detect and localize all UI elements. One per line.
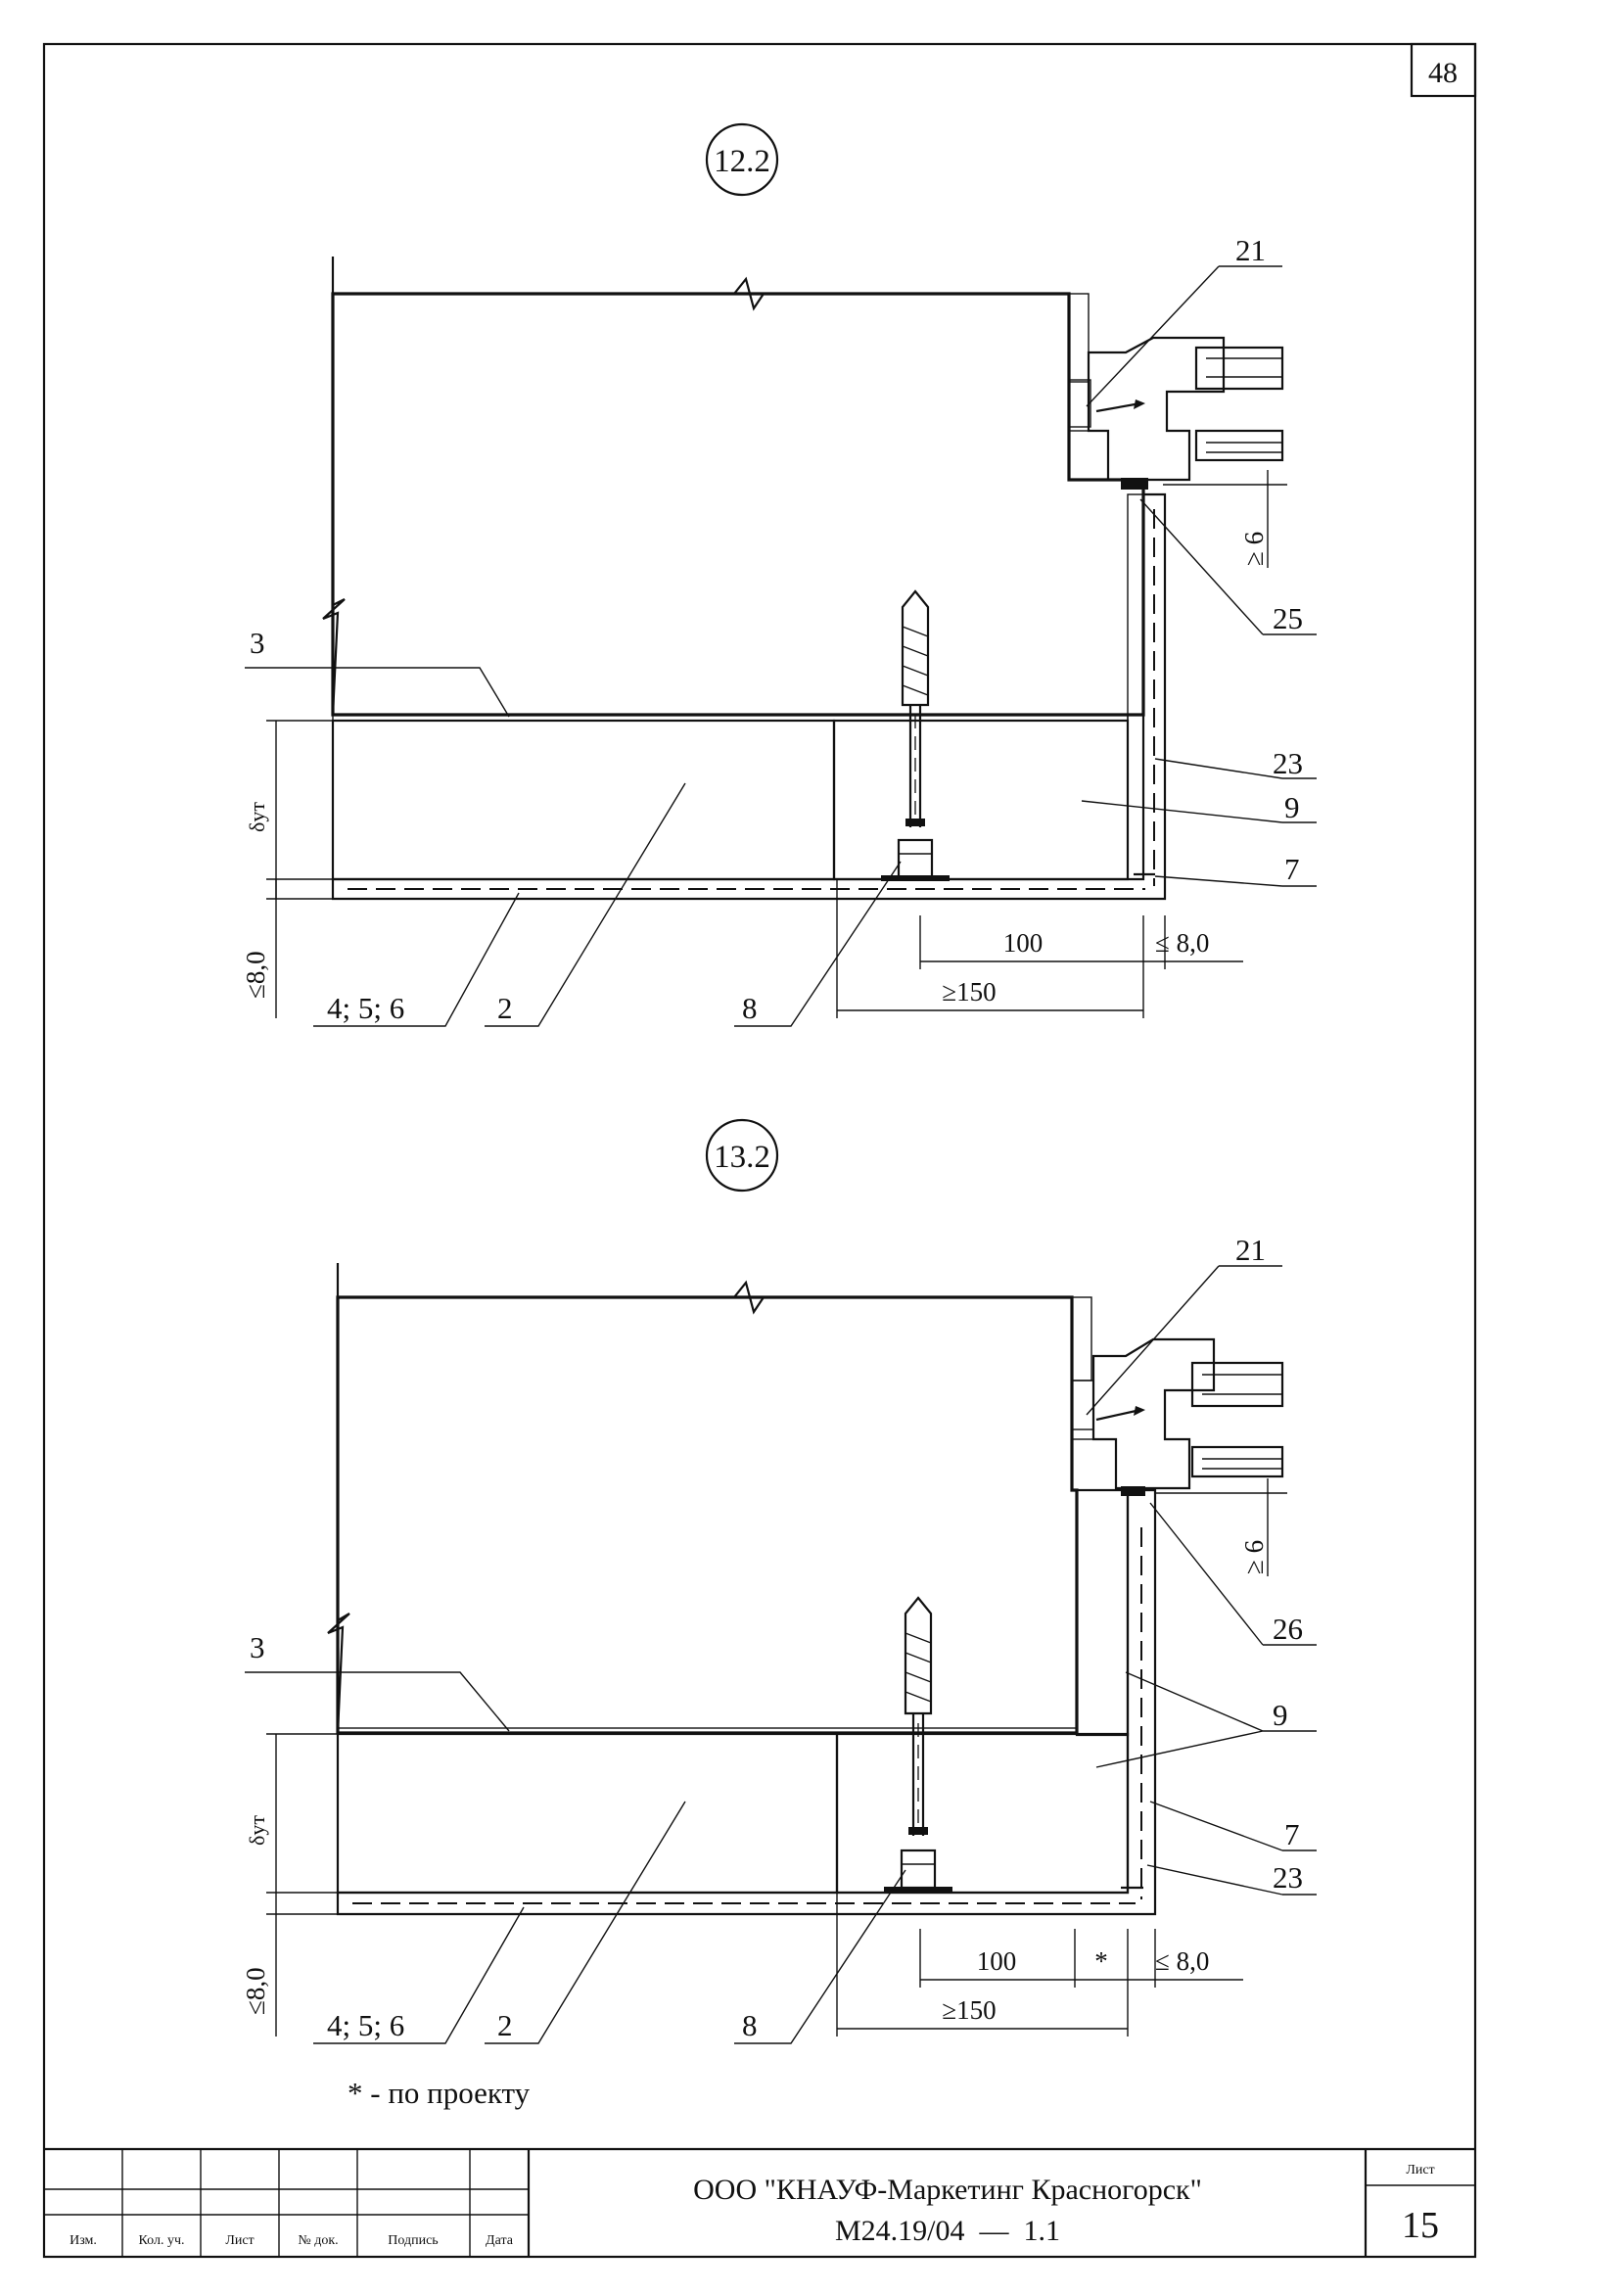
insulation-main [336, 1732, 839, 1895]
title-col-doc: № док. [298, 2233, 338, 2248]
sheet-number-top: 48 [1428, 57, 1458, 89]
dim-6: ≥ 6 [1239, 532, 1269, 566]
dim-8-right: ≤ 8,0 [1155, 928, 1209, 958]
dim-6: ≥ 6 [1239, 1540, 1269, 1574]
dim-delta: δут [245, 802, 269, 832]
anchor-dowel [884, 1596, 952, 1893]
sheet-number-box [1410, 42, 1477, 98]
leader-3 [245, 667, 510, 718]
leader-21 [1086, 265, 1282, 407]
label-9: 9 [1273, 1698, 1288, 1732]
detail-marker-13-2-label: 13.2 [714, 1140, 770, 1175]
leader-8 [734, 861, 902, 1027]
insulation-reveal [1075, 1488, 1130, 1737]
leader-8 [734, 1869, 906, 2044]
leader-3 [245, 1671, 510, 1732]
label-456: 4; 5; 6 [327, 991, 404, 1025]
detail-marker-12-2-label: 12.2 [714, 144, 770, 179]
label-23: 23 [1273, 1860, 1303, 1895]
dimension-lines [266, 1478, 1287, 2037]
dim-100: 100 [1003, 928, 1044, 958]
label-21: 21 [1235, 1233, 1266, 1267]
company-name: ООО "КНАУФ-Маркетинг Красногорск" [693, 2174, 1202, 2206]
label-3: 3 [250, 626, 265, 660]
break-line-top [333, 276, 765, 311]
label-456: 4; 5; 6 [327, 2008, 404, 2042]
label-3: 3 [250, 1630, 265, 1664]
leader-26 [1149, 1502, 1317, 1646]
plaster-layer [331, 492, 1167, 901]
detail-marker-13-2 [705, 1118, 779, 1193]
sheet-label: Лист [1406, 2163, 1434, 2177]
dim-8-left: ≤8,0 [241, 1967, 270, 2015]
break-line-left [327, 1613, 350, 1734]
leader-9 [1095, 1671, 1317, 1768]
title-col-sign: Подпись [388, 2233, 438, 2248]
leader-23 [1146, 1864, 1317, 1896]
leader-456 [313, 892, 520, 1027]
insulation-side [835, 1732, 1130, 1895]
detail-marker-12-2 [705, 122, 779, 197]
leader-9 [1081, 800, 1317, 823]
title-block: Изм. Кол. уч. Лист № док. Подпись Дата О… [44, 2147, 1475, 2257]
leader-7 [1154, 875, 1317, 887]
footnote: * - по проекту [348, 2076, 531, 2110]
leader-2 [485, 1801, 686, 2044]
sheet-frame [42, 42, 1477, 2259]
label-23: 23 [1273, 746, 1303, 780]
window-frame [1071, 1296, 1284, 1496]
label-7: 7 [1284, 852, 1300, 886]
leader-456 [313, 1906, 525, 2044]
sheet-value: 15 [1402, 2205, 1439, 2246]
label-2: 2 [497, 991, 513, 1025]
wall-concrete [331, 292, 1145, 717]
label-8: 8 [742, 2008, 758, 2042]
leader-25 [1139, 498, 1317, 635]
leader-21 [1086, 1265, 1282, 1416]
dimension-lines [266, 470, 1287, 1018]
dim-8-right: ≤ 8,0 [1155, 1946, 1209, 1976]
insulation-main [331, 719, 836, 881]
leader-2 [485, 782, 686, 1027]
leader-23 [1154, 758, 1317, 779]
document-code: М24.19/04 — 1.1 [835, 2215, 1060, 2247]
anchor-dowel [881, 589, 950, 881]
detail-12-2: 12.2 [241, 122, 1317, 1027]
title-col-izm: Изм. [70, 2233, 97, 2248]
detail-13-2: 13.2 [241, 1118, 1317, 2044]
dim-150: ≥150 [942, 1995, 996, 2025]
leader-7 [1149, 1801, 1317, 1851]
label-9: 9 [1284, 790, 1300, 824]
label-7: 7 [1284, 1817, 1300, 1851]
label-2: 2 [497, 2008, 513, 2042]
label-21: 21 [1235, 233, 1266, 267]
label-26: 26 [1273, 1612, 1303, 1646]
dim-8-left: ≤8,0 [241, 951, 270, 999]
title-col-list: Лист [225, 2233, 254, 2248]
title-col-kol: Кол. уч. [139, 2233, 185, 2248]
wall-concrete [336, 1295, 1079, 1735]
dim-100: 100 [977, 1946, 1017, 1976]
insulation-reveal [1127, 493, 1144, 880]
title-col-date: Дата [486, 2233, 514, 2248]
label-25: 25 [1273, 601, 1303, 635]
break-line-top [338, 1280, 765, 1315]
plaster-layer [336, 1488, 1157, 1916]
dim-150: ≥150 [942, 977, 996, 1007]
break-line-left [322, 598, 346, 716]
insulation-side [832, 719, 1130, 881]
window-frame [1068, 293, 1284, 490]
label-8: 8 [742, 991, 758, 1025]
dim-star: * [1094, 1946, 1108, 1976]
dim-delta: δут [245, 1815, 269, 1846]
